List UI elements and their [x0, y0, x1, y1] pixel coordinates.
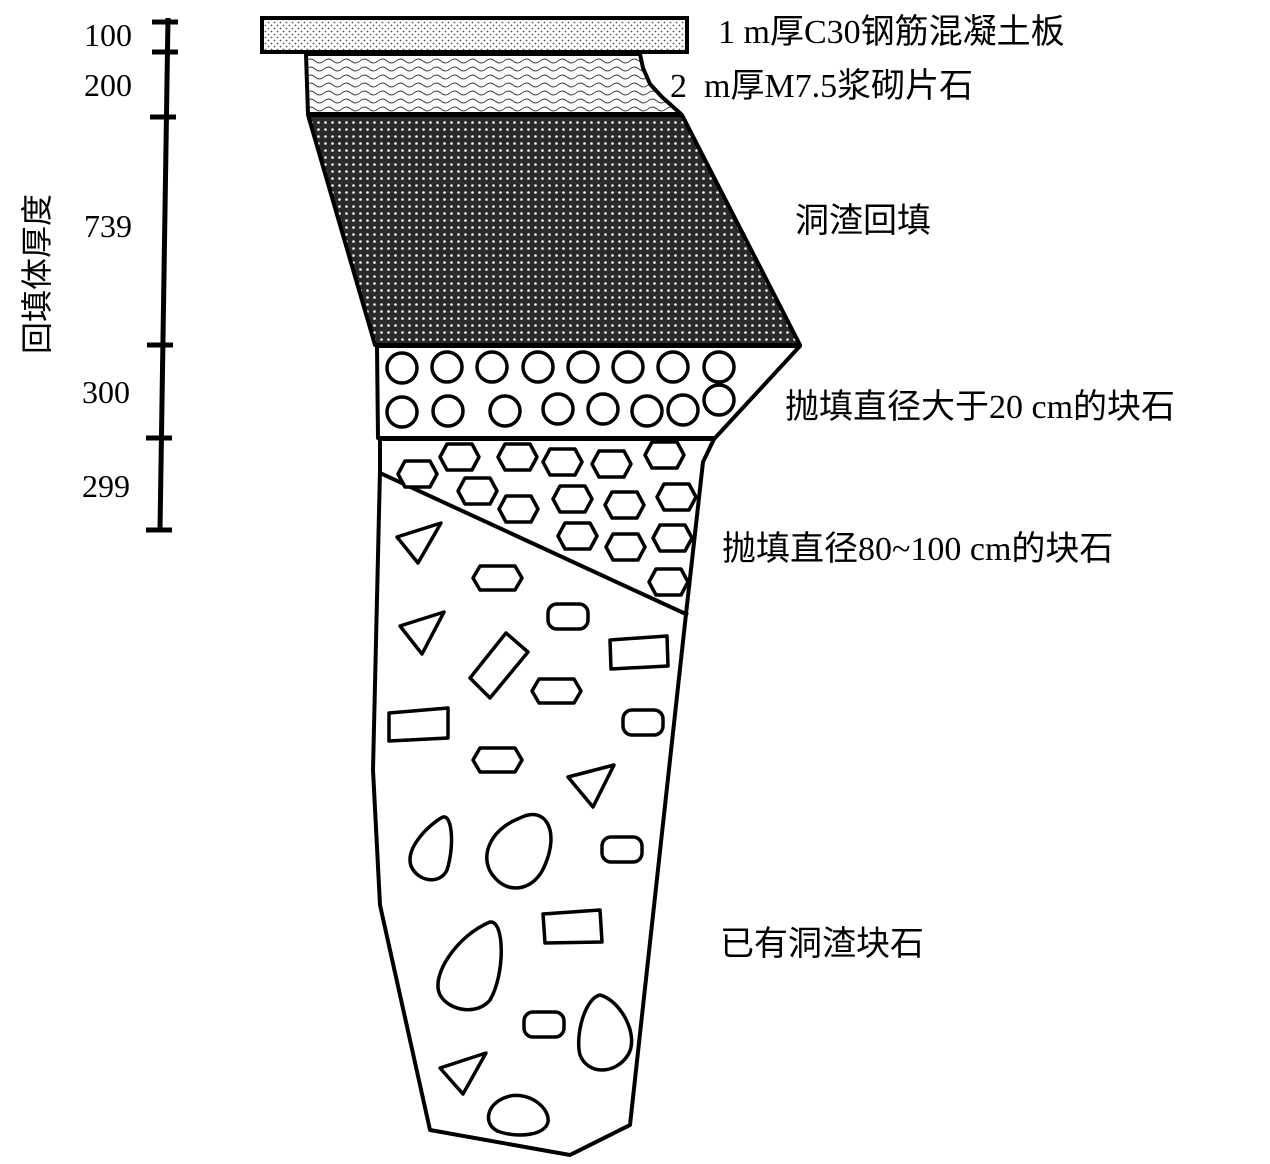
layer-label-existing-muck: 已有洞渣块石 — [720, 925, 924, 963]
boulder-hex-shape — [643, 440, 686, 470]
boulder-hex-shape — [604, 532, 647, 562]
boulder-round-shape — [586, 392, 620, 426]
layer-boundary-line — [379, 471, 689, 617]
boulder-hex-shape — [590, 449, 633, 479]
scale-tick-label: 739 — [84, 208, 132, 244]
stone-rounded-rect-shape — [522, 1010, 566, 1039]
boulder-round-shape — [431, 394, 465, 428]
layer-label-muck-backfill: 洞渣回填 — [795, 202, 931, 240]
stone-rounded-rect-shape — [546, 602, 590, 631]
layer-concrete-slab — [260, 16, 689, 54]
stone-hex-shape — [530, 677, 583, 705]
layer-mortar-rubble — [304, 52, 683, 116]
boulder-hex-shape — [651, 523, 694, 553]
boulder-hex-shape — [456, 476, 499, 506]
boulder-round-shape — [521, 350, 555, 384]
boulder-round-shape — [702, 350, 736, 384]
layer-label-mortar-rubble: 2 m厚M7.5浆砌片石 — [670, 67, 973, 105]
stone-rect-shape — [468, 631, 530, 700]
boulder-hex-shape — [556, 521, 599, 551]
scale-axis-title: 回填体厚度 — [19, 194, 55, 354]
scale-axis-line — [157, 17, 171, 531]
boulder-hex-shape — [541, 447, 584, 477]
boulder-round-shape — [611, 350, 645, 384]
stone-rect-shape — [608, 634, 670, 671]
layer-muck-backfill — [306, 113, 802, 347]
stone-rect-shape — [387, 706, 450, 743]
boulder-round-shape — [702, 383, 736, 417]
scale-tick-label: 100 — [84, 17, 132, 53]
boulder-hex-shape — [603, 490, 646, 520]
boulder-hex-shape — [647, 567, 690, 597]
boulder-hex-shape — [497, 494, 540, 524]
stone-triangle-shape — [395, 521, 443, 565]
stone-blob-shape — [408, 815, 454, 882]
stone-hex-shape — [471, 746, 524, 774]
stone-triangle-shape — [398, 610, 446, 656]
boulder-round-shape — [430, 350, 464, 384]
thickness-scale: 100 200 739 300 299 回填体厚度 — [19, 17, 178, 533]
stone-blob-shape — [486, 1093, 550, 1137]
scale-tick-label: 200 — [84, 67, 132, 103]
layer-label-concrete-slab: 1 m厚C30钢筋混凝土板 — [718, 13, 1065, 51]
boulder-round-shape — [385, 351, 419, 385]
boulder-round-shape — [656, 350, 690, 384]
boulder-hex-shape — [396, 459, 439, 489]
boulder-hex-shape — [438, 442, 481, 472]
stone-rounded-rect-shape — [600, 835, 644, 864]
boulder-round-shape — [385, 395, 419, 429]
stone-blob-shape — [436, 920, 503, 1012]
scale-tick-label: 299 — [82, 468, 130, 504]
stone-triangle-shape — [438, 1051, 488, 1096]
boulder-round-shape — [488, 394, 522, 428]
boulder-round-shape — [541, 392, 575, 426]
boulder-hex-shape — [496, 442, 539, 472]
scale-tick-label: 300 — [82, 374, 130, 410]
boulder-round-shape — [630, 394, 664, 428]
boulder-hex-shape — [655, 482, 698, 512]
existing-stone-shapes — [387, 521, 670, 1137]
layer-labels: 1 m厚C30钢筋混凝土板 2 m厚M7.5浆砌片石 洞渣回填 抛填直径大于20… — [670, 13, 1175, 963]
layer-label-boulders-80-100cm: 抛填直径80~100 cm的块石 — [722, 530, 1113, 568]
stone-rounded-rect-shape — [621, 708, 665, 737]
stone-rect-shape — [541, 908, 604, 945]
layer-label-boulders-20cm: 抛填直径大于20 cm的块石 — [785, 388, 1175, 426]
stone-blob-shape — [485, 812, 553, 890]
layer-boulders-80-100cm — [396, 440, 698, 597]
stone-triangle-shape — [566, 763, 616, 809]
boulder-round-shape — [666, 393, 700, 427]
stone-blob-shape — [577, 993, 634, 1072]
boulder-round-shape — [566, 350, 600, 384]
stone-hex-shape — [471, 564, 524, 592]
boulder-hex-shape — [551, 484, 594, 514]
layer-boulders-20cm — [375, 344, 802, 440]
boulder-round-shape — [475, 350, 509, 384]
